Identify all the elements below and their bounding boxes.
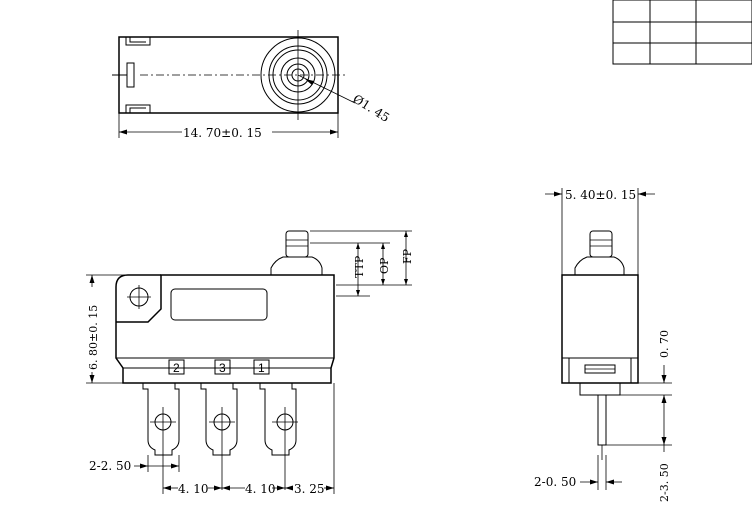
pitch-1-label: 4. 10 xyxy=(178,482,209,496)
offset-label: 3. 25 xyxy=(294,482,325,496)
travel-dimensions xyxy=(310,230,412,297)
ttp-label: TTP xyxy=(353,255,366,278)
top-view xyxy=(112,30,356,120)
pitch-2-label: 4. 10 xyxy=(245,482,276,496)
diameter-label: Ø1. 45 xyxy=(350,92,392,125)
pin-thickness-dimension xyxy=(580,455,622,490)
side-view xyxy=(561,230,639,460)
side-vertical-dimensions xyxy=(606,365,672,452)
fp-label: FP xyxy=(401,248,414,264)
top-width-dimension xyxy=(118,113,339,138)
pin-label-1: 1 xyxy=(258,361,265,375)
op-label: OP xyxy=(378,257,391,274)
pin-label-2: 2 xyxy=(173,361,180,375)
side-offset-label: 0. 70 xyxy=(658,330,671,358)
pin-length-label: 2-3. 50 xyxy=(658,463,671,502)
pin-width-dimension xyxy=(134,455,180,472)
side-width-dimension xyxy=(545,188,655,275)
pitch-dimensions xyxy=(162,383,335,494)
pin-thickness-label: 2-0. 50 xyxy=(534,475,576,489)
front-view xyxy=(115,230,335,490)
pin-width-label: 2-2. 50 xyxy=(89,459,131,473)
height-label: 6. 80±0. 15 xyxy=(87,305,100,370)
top-width-label: 14. 70±0. 15 xyxy=(183,126,262,140)
pin-label-3: 3 xyxy=(219,361,226,375)
height-dimension xyxy=(86,274,128,384)
title-block-table xyxy=(612,0,752,65)
side-width-label: 5. 40±0. 15 xyxy=(565,188,636,202)
